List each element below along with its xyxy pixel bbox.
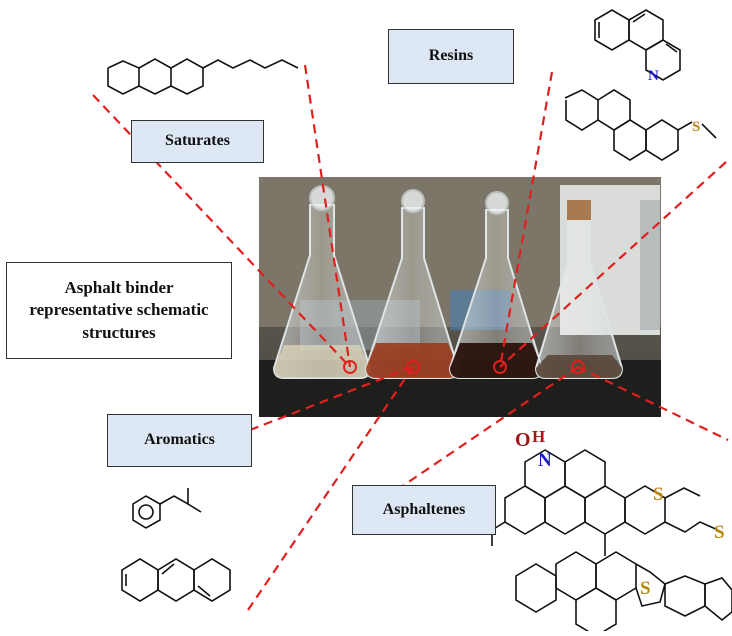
asphaltenes-atom-o: O — [515, 429, 531, 451]
asphaltenes-atom-n: N — [538, 450, 552, 471]
asphaltenes-atom-s2: S — [714, 522, 725, 543]
flasks-photo — [259, 177, 661, 417]
asphaltenes-atom-s1: S — [653, 484, 664, 505]
resins-atom-n: N — [648, 68, 659, 84]
label-saturates: Saturates — [131, 120, 264, 163]
label-aromatics: Aromatics — [107, 414, 252, 467]
aromatics-structure-isobutylbenzene — [132, 488, 202, 529]
connector-saturates-right — [303, 64, 352, 368]
label-title: Asphalt binder representative schematic … — [6, 262, 232, 359]
asphaltenes-atom-h: H — [532, 427, 545, 446]
saturates-structure — [107, 58, 299, 95]
connector-resins-right — [499, 161, 727, 368]
asphaltenes-atom-s3: S — [640, 578, 651, 599]
aromatics-structure-anthracene — [121, 558, 231, 602]
resins-structure-thioether — [564, 89, 717, 161]
connector-asphaltenes-right — [577, 366, 729, 441]
label-asphaltenes: Asphaltenes — [352, 485, 496, 535]
connector-resins-left — [498, 71, 554, 368]
flask-resins — [448, 191, 544, 379]
flask-asphaltenes — [534, 200, 624, 379]
resins-atom-s: S — [692, 119, 700, 135]
resins-structure-phenanthroline — [594, 9, 681, 81]
connector-endpoints — [343, 360, 585, 374]
asphaltenes-structure — [477, 449, 732, 636]
label-resins: Resins — [388, 29, 514, 84]
connector-aromatics-right — [247, 366, 414, 611]
